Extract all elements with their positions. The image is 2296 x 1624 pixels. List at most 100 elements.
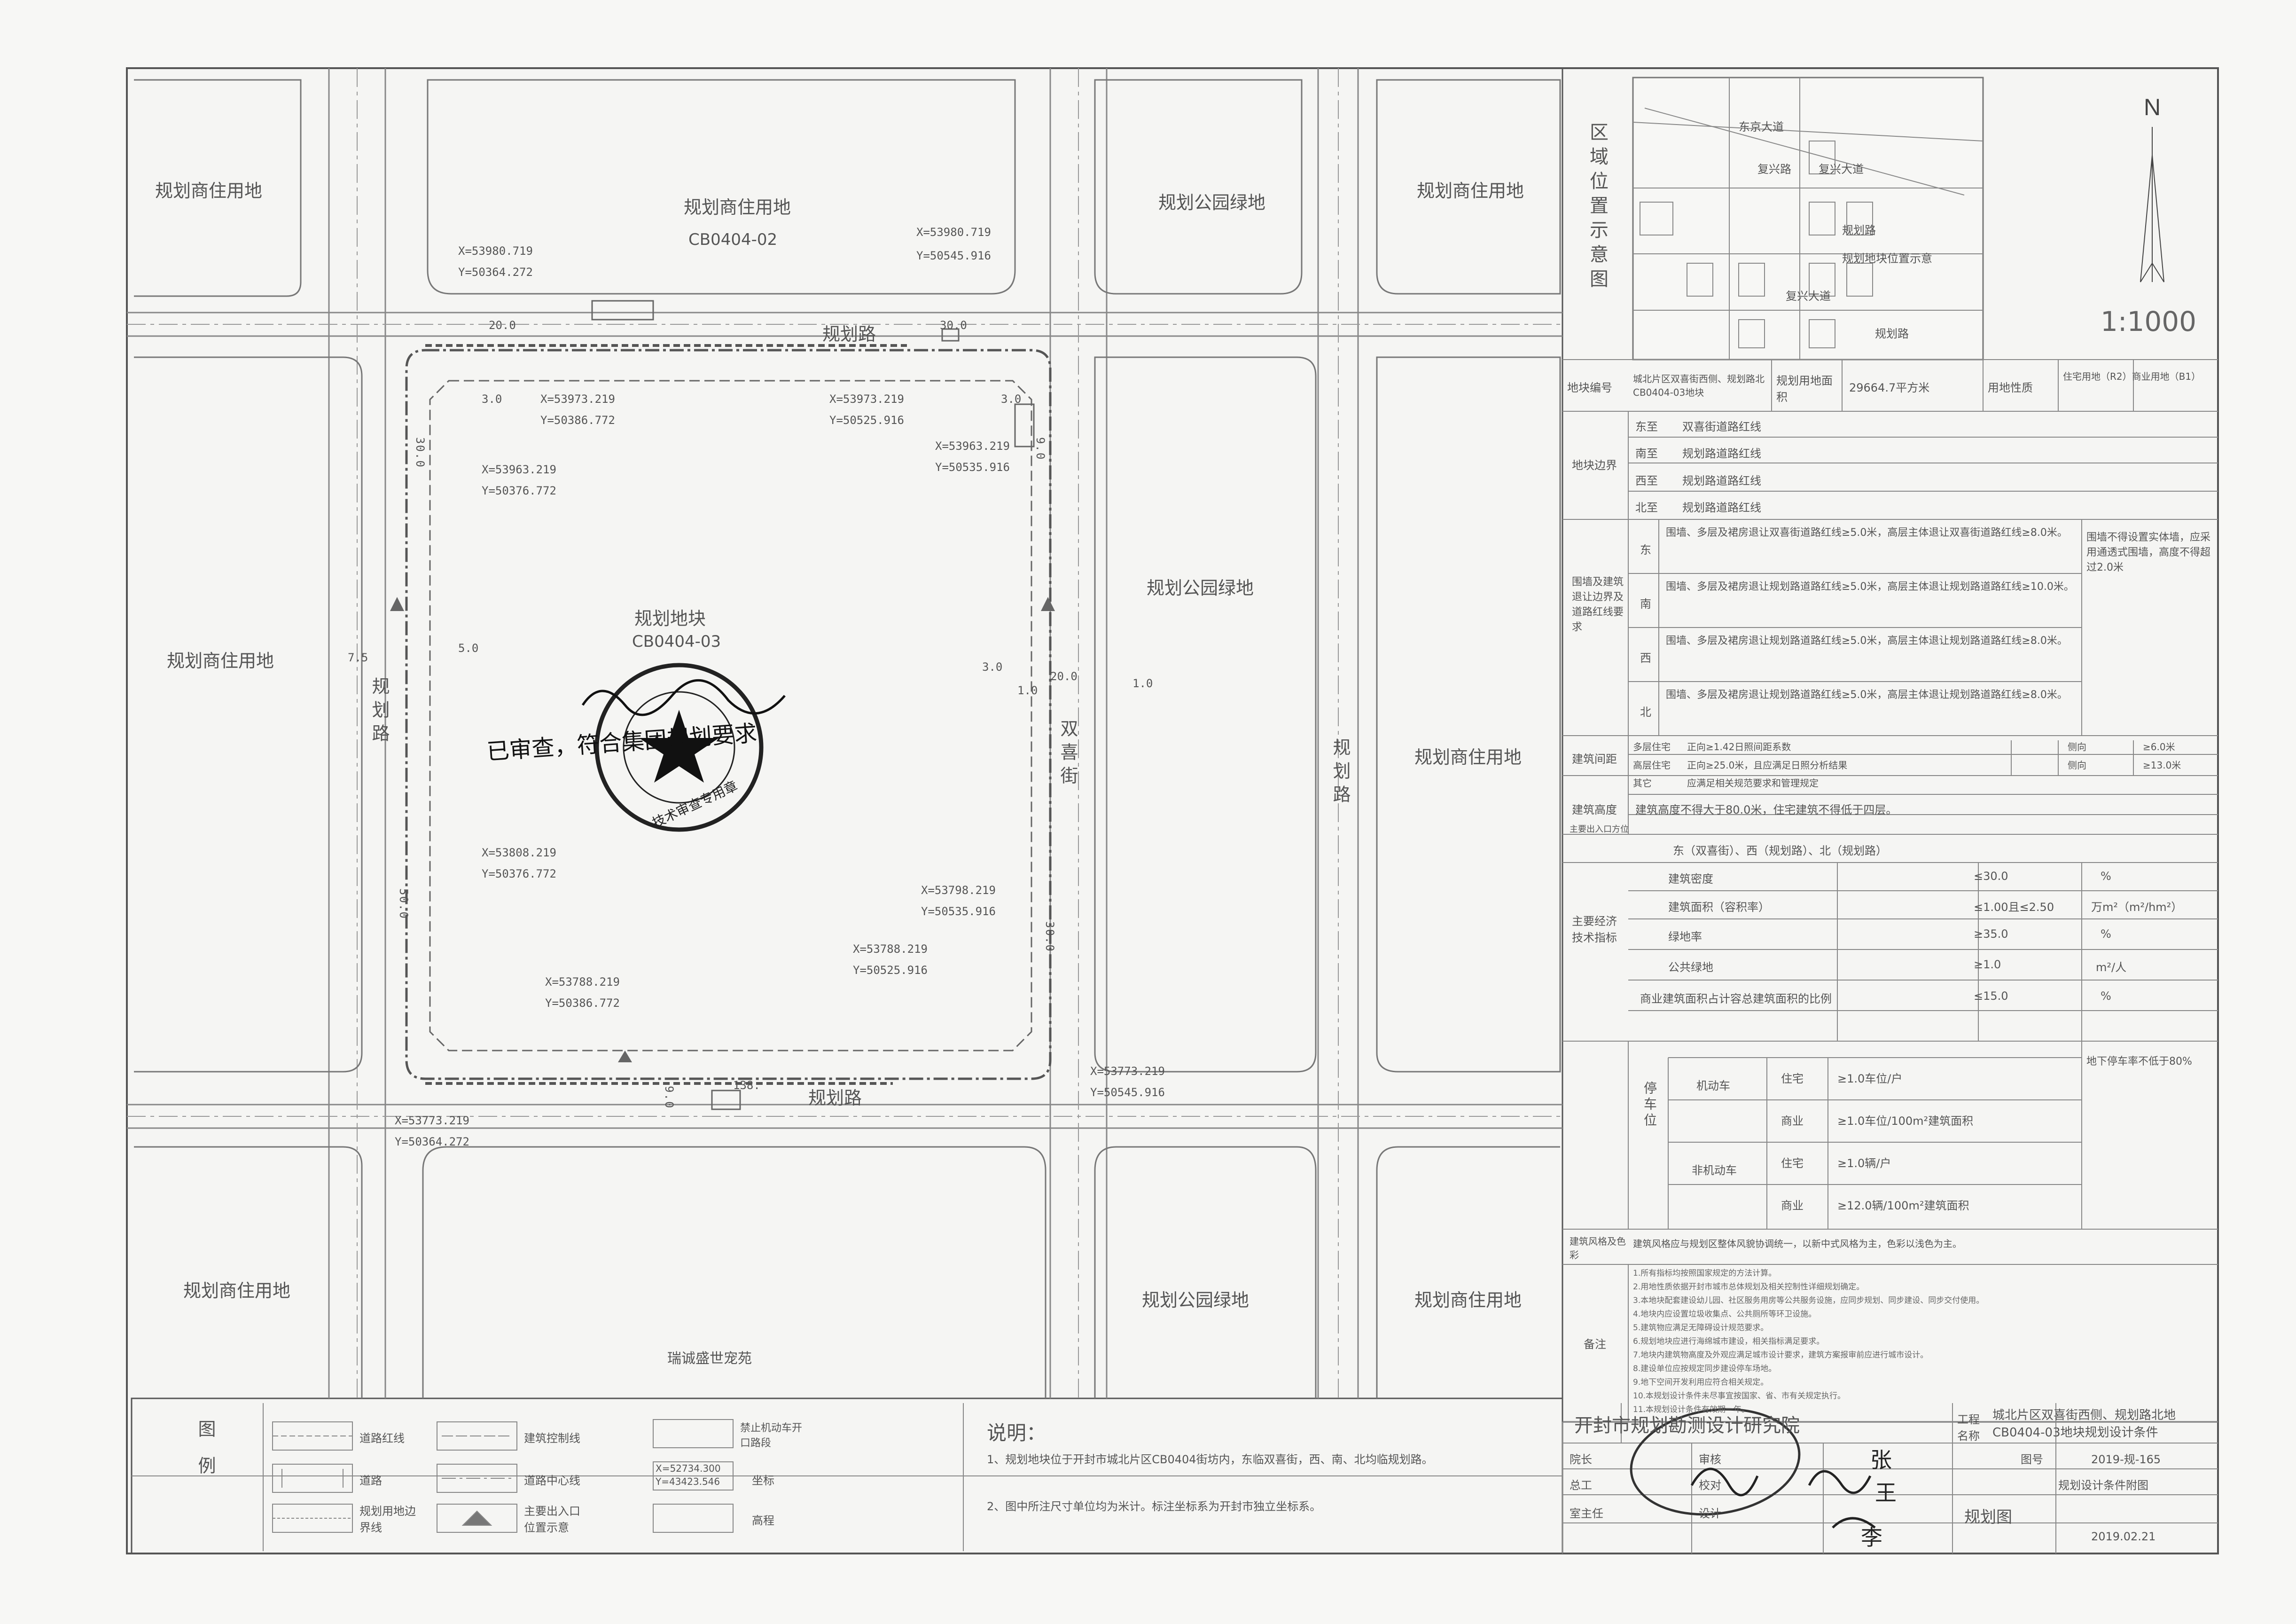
table-value: 29664.7平方米	[1849, 381, 1930, 394]
boundary-dir: 北至	[1635, 501, 1658, 514]
org-name: 开封市规划勘测设计研究院	[1574, 1415, 1800, 1436]
parking-key: 住宅	[1781, 1072, 1804, 1085]
table-section-label: 主要经济技术指标	[1572, 915, 1617, 944]
coord-label: X=53973.219	[540, 392, 615, 406]
parking-key: 商业	[1781, 1199, 1804, 1212]
setback-dir: 北	[1640, 706, 1651, 719]
indicator-value: ≤1.00且≤2.50	[1974, 901, 2054, 914]
dimension-label: 9.0	[663, 1086, 676, 1109]
remark-line: 4.地块内应设置垃圾收集点、公共厕所等环卫设施。	[1633, 1310, 1817, 1319]
signature: 张	[1870, 1447, 1892, 1473]
zone-label-nw: 规划商住用地	[155, 180, 263, 201]
legend-label: 禁止机动车开口路段	[740, 1422, 803, 1449]
coord-label: Y=50525.916	[829, 414, 904, 427]
location-label: 东京大道	[1739, 120, 1784, 133]
indicator-key: 建筑密度	[1668, 872, 1713, 886]
dimension-label: 138.	[733, 1079, 760, 1092]
table-section-label: 备注	[1584, 1338, 1606, 1351]
location-label: 规划路	[1842, 224, 1876, 237]
role-label: 室主任	[1570, 1507, 1603, 1520]
legend-label: 道路红线	[359, 1432, 405, 1445]
table-section-label: 地块边界	[1572, 459, 1617, 472]
coord-label: X=53980.719	[916, 226, 991, 239]
table-section-label: 围墙及建筑退让边界及道路红线要求	[1572, 576, 1624, 633]
dimension-label: 1.0	[1132, 677, 1153, 690]
remark-line: 1.所有指标均按照国家规定的方法计算。	[1633, 1269, 1777, 1278]
role-label: 总工	[1570, 1479, 1592, 1492]
setback-text: 围墙、多层及裙房退让规划路道路红线≥5.0米，高层主体退让规划路道路红线≥8.0…	[1666, 689, 2068, 701]
dimension-label: 5.0	[458, 642, 479, 655]
boundary-text: 规划路道路红线	[1682, 474, 1761, 487]
coord-label: X=53773.219	[1090, 1065, 1165, 1078]
project-name: 城北片区双喜街西侧、规划路北地CB0404-03地块规划设计条件	[1992, 1408, 2176, 1440]
legend-label: 规划用地边界线	[359, 1505, 416, 1534]
boundary-dir: 东至	[1635, 420, 1658, 433]
coord-label: Y=50364.272	[458, 266, 533, 279]
note-line: 2、图中所注尺寸单位均为米计。标注坐标系为开封市独立坐标系。	[987, 1500, 1321, 1513]
zone-label-center: 规划地块	[634, 608, 706, 629]
setback-dir: 东	[1640, 543, 1651, 557]
note-line: 1、规划地块位于开封市城北片区CB0404街坊内，东临双喜街，西、南、北均临规划…	[987, 1453, 1433, 1466]
boundary-text: 双喜街道路红线	[1682, 420, 1761, 433]
legend-label: 高程	[752, 1514, 774, 1527]
zone-label-e: 规划商住用地	[1414, 747, 1522, 768]
role-label: 设计	[1699, 1507, 1721, 1520]
legend-coord-sample: X=52734.300	[656, 1463, 721, 1474]
coord-label: X=53773.219	[395, 1114, 469, 1127]
remark-line: 3.本地块配套建设幼儿园、社区服务用房等公共服务设施，应同步规划、同步建设、同步…	[1633, 1296, 1984, 1305]
parking-value: ≥1.0车位/户	[1837, 1072, 1903, 1085]
zone-code-center: CB0404-03	[632, 632, 721, 651]
zone-code-n: CB0404-02	[688, 230, 778, 249]
location-map-title: 区域位置示意图	[1586, 122, 1608, 293]
indicator-key: 建筑面积（容积率）	[1668, 901, 1770, 914]
remark-line: 7.地块内建筑物高度及外观应满足城市设计要求，建筑方案报审前应进行城市设计。	[1633, 1350, 1929, 1360]
spacing-key: 侧向	[2068, 760, 2086, 771]
parking-value: ≥12.0辆/100m²建筑面积	[1837, 1199, 1969, 1212]
coord-label: X=53963.219	[482, 463, 556, 476]
spacing-value: 正向≥1.42日照间距系数	[1687, 741, 1791, 753]
drawing-number-key: 图号	[2021, 1453, 2043, 1466]
coord-label: X=53973.219	[829, 392, 904, 406]
boundary-dir: 南至	[1635, 447, 1658, 460]
parking-label: 停车位	[1642, 1081, 1657, 1129]
coord-label: Y=50535.916	[921, 905, 996, 918]
location-label: 复兴路	[1757, 163, 1791, 176]
setback-dir: 南	[1640, 597, 1651, 611]
coord-label: Y=50545.916	[1090, 1086, 1165, 1099]
coord-label: Y=50386.772	[545, 996, 620, 1010]
parking-note: 地下停车率不低于80%	[2086, 1056, 2192, 1067]
location-label: 规划地块位置示意	[1842, 252, 1932, 265]
setback-text: 围墙、多层及裙房退让规划路道路红线≥5.0米，高层主体退让规划路道路红线≥10.…	[1666, 581, 2074, 593]
indicator-value: ≥35.0	[1974, 927, 2008, 941]
spacing-value: ≥13.0米	[2143, 760, 2181, 771]
drawing-date: 2019.02.21	[2091, 1530, 2156, 1543]
parking-type: 机动车	[1696, 1079, 1730, 1092]
legend-title: 图例	[195, 1420, 216, 1493]
setback-text: 围墙、多层及裙房退让规划路道路红线≥5.0米，高层主体退让规划路道路红线≥8.0…	[1666, 635, 2068, 647]
remark-line: 10.本规划设计条件未尽事宜按国家、省、市有关规定执行。	[1633, 1391, 1846, 1401]
table-section-label: 主要出入口方位	[1570, 824, 1629, 834]
spacing-key: 其它	[1633, 777, 1652, 789]
scale-label: 1:1000	[2101, 306, 2197, 337]
zone-label-s-park: 规划公园绿地	[1142, 1290, 1250, 1310]
parking-key: 住宅	[1781, 1157, 1804, 1170]
coord-label: X=53788.219	[853, 942, 928, 956]
drawing-number: 2019-规-165	[2091, 1453, 2161, 1466]
indicator-unit: %	[2101, 989, 2111, 1003]
role-label: 院长	[1570, 1453, 1592, 1466]
setback-text: 围墙、多层及裙房退让双喜街道路红线≥5.0米，高层主体退让双喜街道路红线≥8.0…	[1666, 527, 2068, 539]
road-label-north: 规划路	[822, 324, 876, 345]
spacing-value: ≥6.0米	[2143, 741, 2175, 753]
role-label: 校对	[1699, 1479, 1721, 1492]
indicator-key: 绿地率	[1668, 930, 1702, 943]
indicator-value: ≥1.0	[1974, 958, 2001, 971]
indicator-key: 商业建筑面积占计容总建筑面积的比例	[1640, 992, 1832, 1005]
table-key: 用地性质	[1988, 381, 2033, 394]
dimension-label: 3.0	[482, 392, 502, 406]
legend-label: 主要出入口位置示意	[524, 1505, 580, 1534]
legend-label: 道路	[359, 1474, 382, 1487]
indicator-unit: 万m²（m²/hm²）	[2091, 901, 2183, 914]
legend-label: 建筑控制线	[524, 1432, 580, 1445]
coord-label: X=53963.219	[935, 439, 1010, 453]
